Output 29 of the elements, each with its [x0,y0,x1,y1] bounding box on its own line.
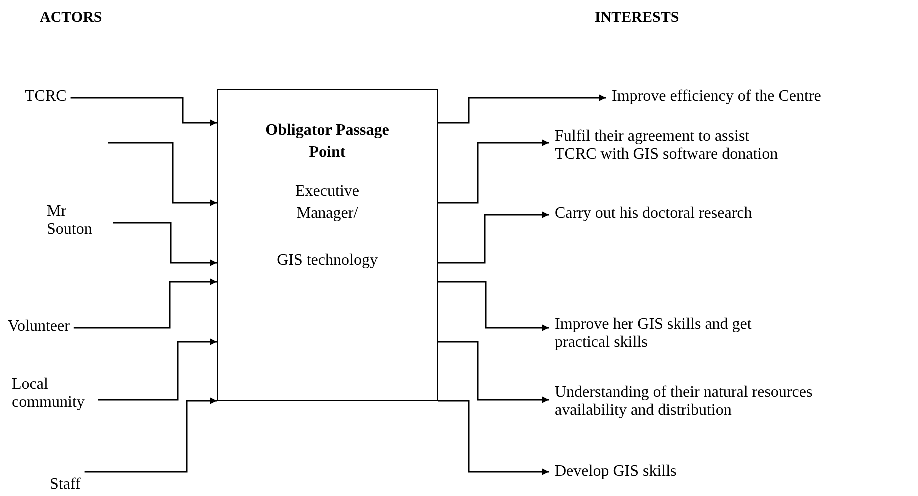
connector-arrow [438,281,549,332]
actor-label: Mr Souton [47,203,109,240]
connector-arrow [438,140,549,204]
column-heading: ACTORS [40,10,102,27]
actor-label: Volunteer [8,318,70,336]
interest-label: Understanding of their natural resources availability and distribution [555,384,830,421]
connector-arrow [438,94,606,124]
interest-label: Fulfil their agreement to assist TCRC with GIS software donation [555,128,783,165]
connector-arrow [438,212,549,264]
actor-label: Local community [12,376,94,413]
connector-arrow [74,278,217,329]
connector-arrow [98,338,217,401]
actor-label: Staff [50,476,81,494]
connector-arrow [438,400,549,476]
box-text: Executive Manager/ [294,182,360,224]
connector-arrow [70,97,217,126]
interest-label: Improve efficiency of the Centre [612,88,822,106]
passage-point-box [217,89,438,401]
connector-arrow [108,142,217,206]
connector-arrow [438,341,549,404]
interest-label: Carry out his doctoral research [555,205,752,224]
column-heading: INTERESTS [595,10,680,27]
box-title: Obligator Passage Point [264,121,390,164]
actor-label: TCRC [25,88,67,106]
interest-label: Develop GIS skills [555,463,677,482]
box-text: GIS technology [277,250,378,271]
connector-arrow [113,222,217,266]
interest-label: Improve her GIS skills and get practical skills [555,316,785,353]
connector-arrow [84,398,217,473]
